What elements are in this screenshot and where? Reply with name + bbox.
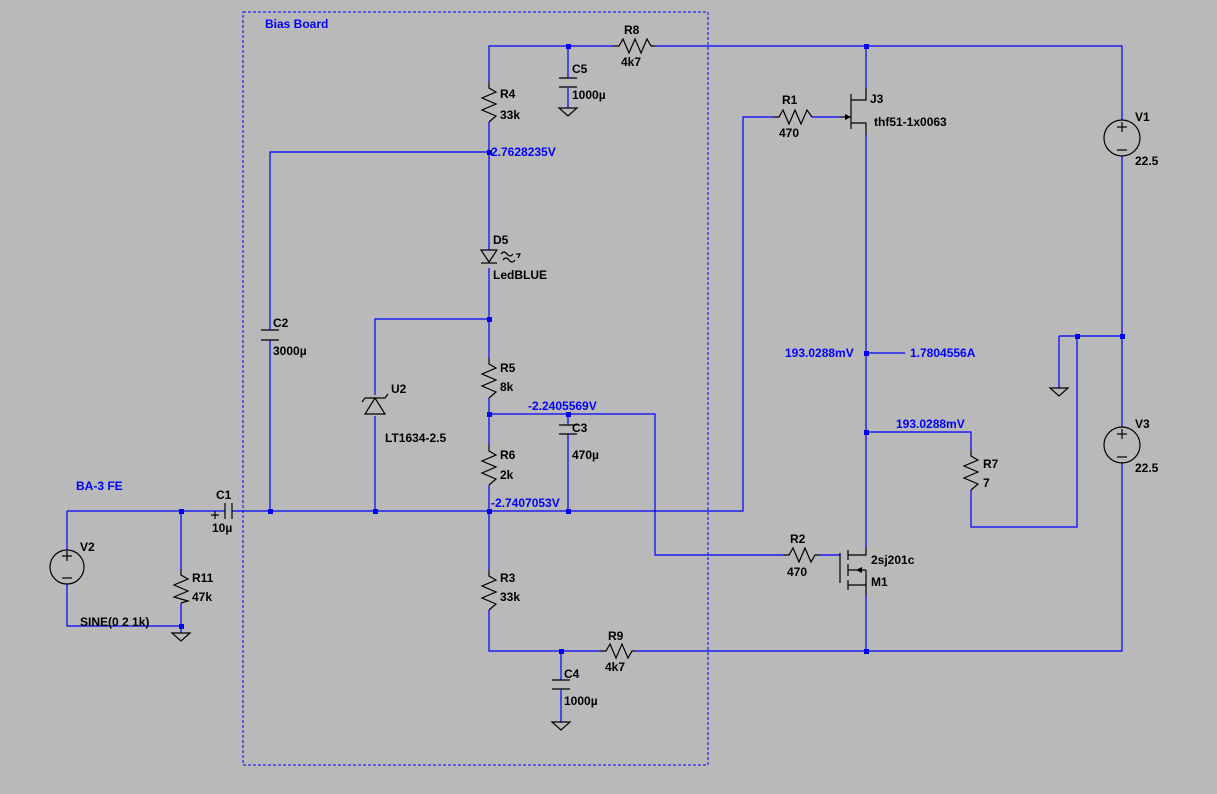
j3-value: thf51-1x0063 — [874, 115, 947, 129]
resistor-r1[interactable]: R1 470 — [773, 93, 813, 140]
resistor-r2[interactable]: R2 470 — [783, 532, 820, 579]
capacitor-c1[interactable]: C1 10µ — [211, 488, 233, 535]
jfet-j3[interactable]: J3 thf51-1x0063 — [840, 88, 947, 135]
v1-value: 22.5 — [1135, 154, 1159, 168]
resistor-r4[interactable]: R4 33k — [480, 82, 520, 123]
led-d5[interactable]: D5 LedBLUE — [479, 233, 547, 282]
probe-output-current: 1.7804556A — [910, 346, 976, 360]
u2-value: LT1634-2.5 — [385, 431, 446, 445]
d5-ref: D5 — [493, 233, 509, 247]
v2-ref: V2 — [80, 540, 95, 554]
probe-output-voltage: 193.0288mV — [785, 346, 854, 360]
v3-value: 22.5 — [1135, 461, 1159, 475]
mosfet-m1[interactable]: 2sj201c M1 — [839, 547, 915, 595]
source-v1[interactable]: V1 22.5 — [1103, 110, 1159, 168]
c1-ref: C1 — [216, 488, 232, 502]
m1-value: 2sj201c — [871, 553, 915, 567]
probe-neg-bias: -2.7407053V — [491, 496, 560, 510]
r4-value: 33k — [500, 108, 520, 122]
r3-value: 33k — [500, 590, 520, 604]
r6-value: 2k — [500, 468, 514, 482]
c4-ref: C4 — [564, 667, 580, 681]
r8-ref: R8 — [624, 23, 640, 37]
source-v2[interactable]: V2 SINE(0 2 1k) — [49, 540, 149, 629]
resistor-r9[interactable]: R9 4k7 — [600, 629, 635, 674]
source-v3[interactable]: V3 22.5 — [1103, 417, 1159, 475]
r4-ref: R4 — [500, 87, 516, 101]
v3-ref: V3 — [1135, 417, 1150, 431]
r9-value: 4k7 — [605, 660, 625, 674]
probe-neg-mid: -2.2405569V — [528, 399, 597, 413]
r11-value: 47k — [192, 590, 212, 604]
r9-ref: R9 — [608, 629, 624, 643]
capacitor-c4[interactable]: C4 1000µ — [552, 667, 598, 722]
r3-ref: R3 — [500, 571, 516, 585]
v1-ref: V1 — [1135, 110, 1150, 124]
r8-value: 4k7 — [621, 55, 641, 69]
c3-value: 470µ — [572, 448, 599, 462]
c4-value: 1000µ — [564, 694, 598, 708]
r11-ref: R11 — [192, 571, 214, 585]
input-label: BA-3 FE — [76, 479, 123, 493]
c3-ref: C3 — [572, 421, 588, 435]
u2-ref: U2 — [391, 382, 407, 396]
resistor-r8[interactable]: R8 4k7 — [613, 23, 655, 69]
probe-top-bias: 2.7628235V — [491, 145, 556, 159]
resistor-r6[interactable]: R6 2k — [480, 445, 516, 486]
c1-value: 10µ — [212, 521, 232, 535]
wires — [66, 45, 1123, 680]
capacitor-c5[interactable]: C5 1000µ — [559, 62, 606, 108]
r7-ref: R7 — [983, 457, 999, 471]
ground-symbols — [170, 107, 1070, 731]
j3-ref: J3 — [870, 92, 884, 106]
r1-value: 470 — [779, 126, 799, 140]
junctions — [179, 44, 1125, 654]
bias-board-outline — [242, 11, 709, 766]
bias-board-label: Bias Board — [265, 17, 328, 31]
r7-value: 7 — [983, 476, 990, 490]
m1-ref: M1 — [871, 575, 888, 589]
resistor-r3[interactable]: R3 33k — [480, 570, 520, 611]
c2-ref: C2 — [273, 316, 289, 330]
capacitor-c3[interactable]: C3 470µ — [559, 421, 599, 462]
capacitor-c2[interactable]: C2 3000µ — [261, 316, 307, 358]
r2-value: 470 — [787, 565, 807, 579]
probe-load-voltage: 193.0288mV — [896, 417, 965, 431]
resistor-r7[interactable]: R7 7 — [962, 450, 999, 491]
r5-value: 8k — [500, 380, 514, 394]
resistor-r11[interactable]: R11 47k — [172, 570, 214, 604]
r2-ref: R2 — [790, 532, 806, 546]
resistor-r5[interactable]: R5 8k — [480, 358, 516, 399]
r6-ref: R6 — [500, 448, 516, 462]
c5-value: 1000µ — [572, 88, 606, 102]
d5-value: LedBLUE — [493, 268, 547, 282]
v2-value: SINE(0 2 1k) — [80, 615, 149, 629]
reference-u2[interactable]: U2 LT1634-2.5 — [361, 382, 446, 445]
c5-ref: C5 — [572, 62, 588, 76]
r5-ref: R5 — [500, 361, 516, 375]
c2-value: 3000µ — [273, 344, 307, 358]
r1-ref: R1 — [782, 93, 798, 107]
